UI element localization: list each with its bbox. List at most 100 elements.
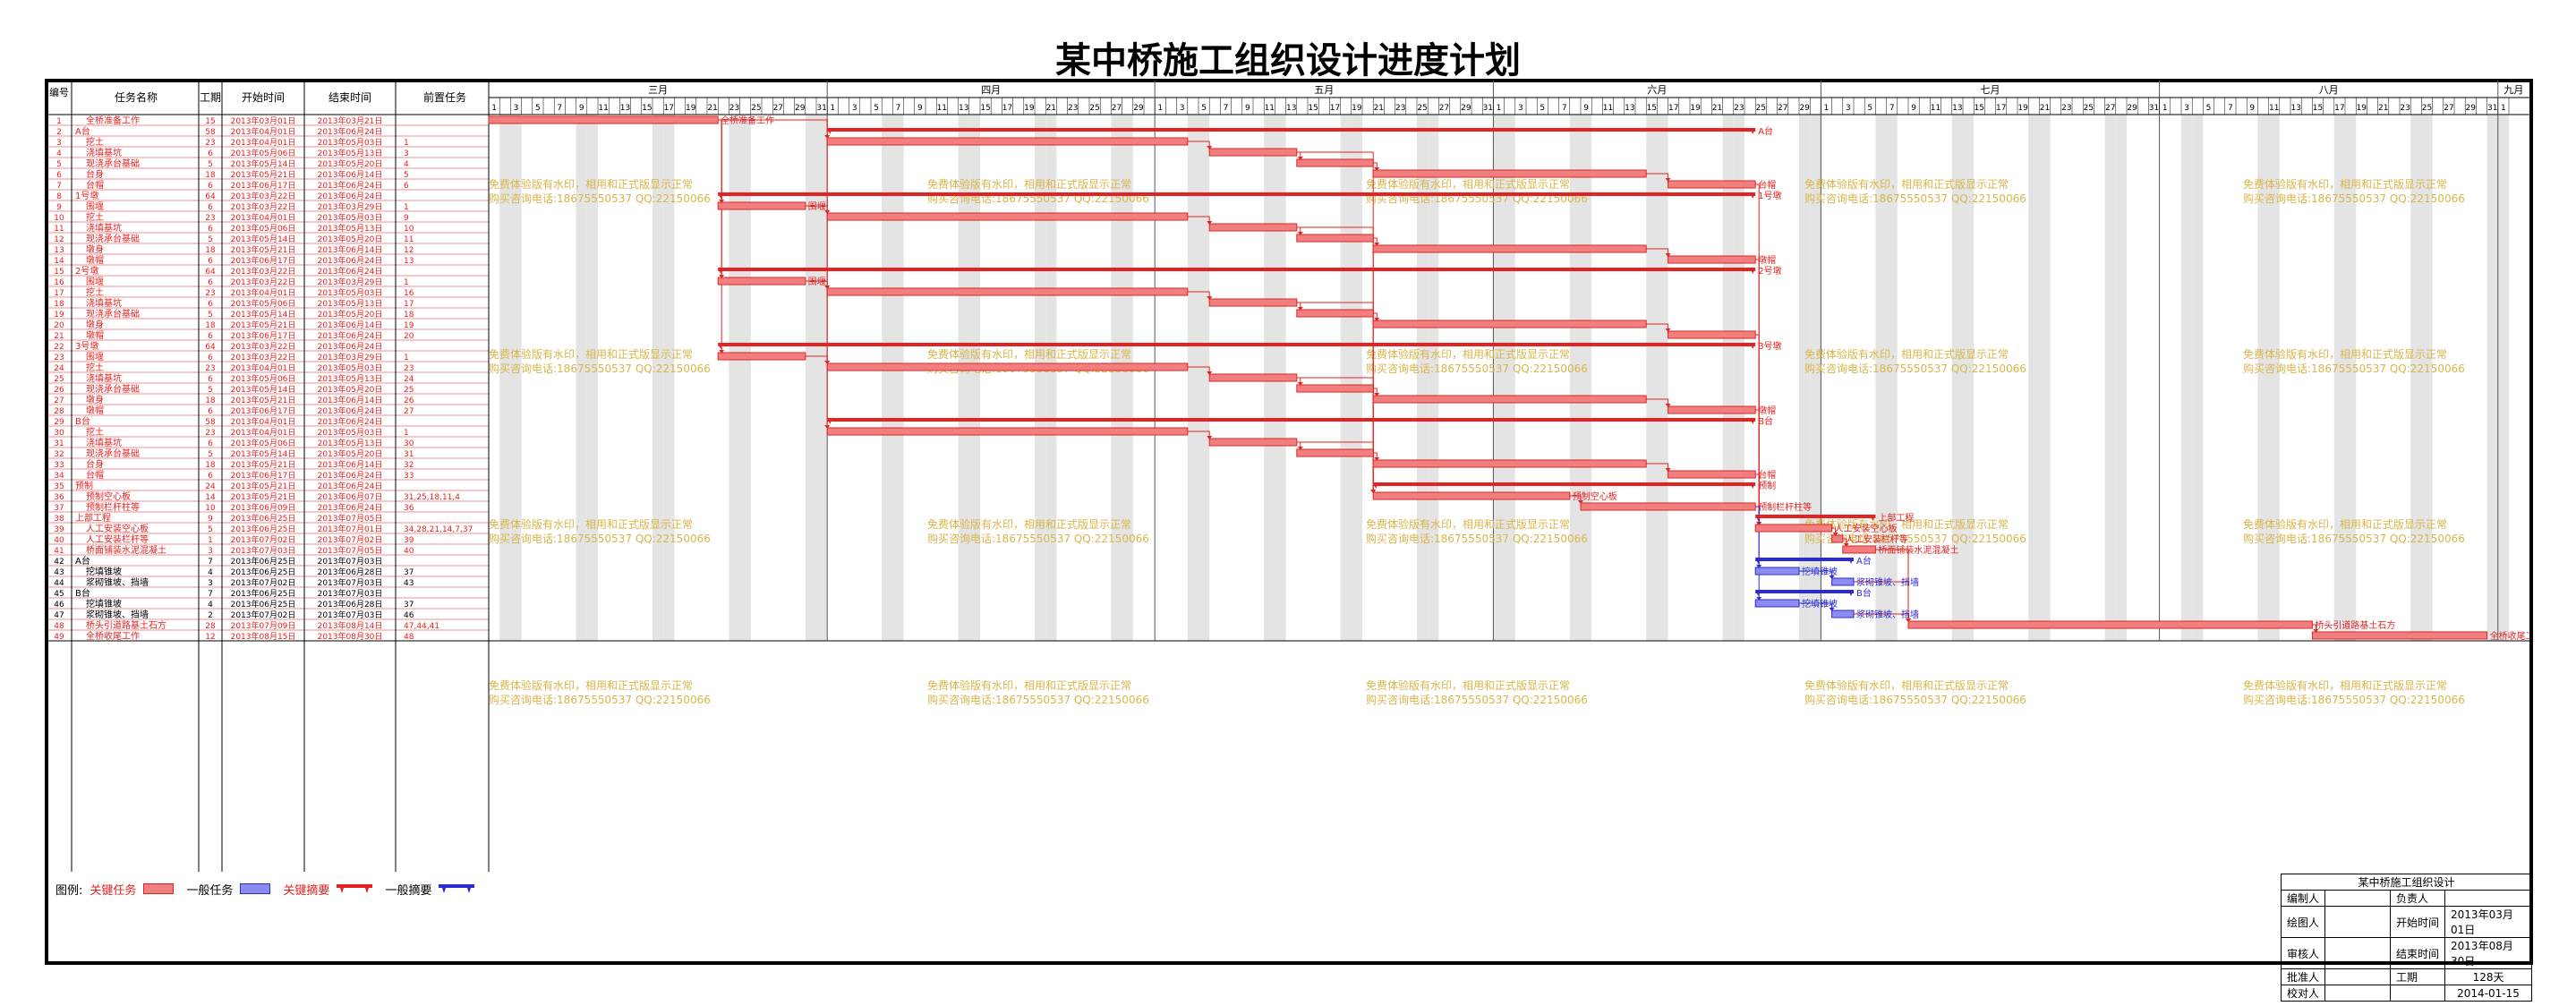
watermark-line2: 购买咨询电话:18675550537 QQ:22150066 (489, 362, 711, 375)
row-task-name: 墩帽 (86, 329, 104, 341)
row-index: 31 (54, 439, 64, 448)
row-index: 46 (54, 601, 64, 610)
row-predecessor: 1 (404, 278, 409, 287)
row-task-name: 围堰 (86, 277, 104, 287)
row-start: 2013年06月09日 (231, 502, 296, 513)
bar-label: 3号墩 (1758, 340, 1781, 352)
row-index: 24 (54, 364, 64, 373)
weekend-column (1111, 115, 1122, 641)
info-start-value: 2013年03月01日 (2444, 906, 2533, 938)
bar-label: 桥头引道路基土石方 (2315, 619, 2395, 631)
row-start: 2013年05月14日 (231, 384, 296, 395)
dependency-arrow (1665, 253, 1671, 257)
weekend-column (1963, 115, 1975, 641)
row-end: 2013年06月14日 (318, 459, 383, 470)
row-predecessor: 40 (404, 547, 414, 556)
dependency-arrow (1829, 575, 1835, 579)
row-start: 2013年06月17日 (231, 180, 296, 191)
summary-cap-start (1755, 515, 1761, 521)
day-tick-label: 1 (2501, 104, 2506, 113)
row-start: 2013年06月25日 (231, 599, 296, 610)
row-task-name: 围堰 (86, 201, 104, 212)
row-start: 2013年07月02日 (231, 610, 296, 620)
row-task-name: 预制空心板 (86, 490, 131, 502)
row-start: 2013年05月21日 (231, 169, 296, 180)
info-duration-value: 128天 (2444, 968, 2533, 985)
row-predecessor: 24 (404, 375, 414, 384)
day-tick-label: 25 (2084, 104, 2094, 113)
row-duration: 6 (208, 407, 213, 416)
row-end: 2013年07月01日 (318, 524, 383, 534)
row-start: 2013年05月21日 (231, 320, 296, 330)
info-plotter-label: 绘图人 (2280, 906, 2326, 938)
dependency-link (718, 119, 828, 429)
col-header-end: 结束时间 (328, 91, 371, 104)
weekend-column (586, 115, 598, 641)
weekend-column (882, 115, 893, 641)
row-task-name: B台 (75, 415, 90, 427)
critical-task-bar (1296, 234, 1374, 243)
row-end: 2013年05月03日 (318, 212, 383, 223)
legend-normal-task-swatch (240, 883, 271, 894)
weekend-column (2268, 115, 2280, 641)
row-duration: 6 (208, 439, 213, 448)
row-index: 28 (54, 407, 64, 416)
row-start: 2013年05月14日 (231, 158, 296, 169)
day-tick-label: 13 (620, 104, 630, 113)
row-predecessor: 43 (404, 579, 414, 588)
row-index: 41 (54, 547, 64, 556)
critical-task-bar (1372, 459, 1647, 468)
day-tick-label: 13 (2290, 104, 2300, 113)
row-predecessor: 5 (404, 171, 409, 180)
row-index: 8 (56, 192, 62, 201)
row-end: 2013年06月24日 (318, 191, 383, 201)
row-task-name: 全桥准备工作 (86, 115, 140, 126)
critical-task-bar (1208, 223, 1298, 232)
row-start: 2013年03月22日 (231, 191, 296, 201)
row-task-name: 桥面铺装水泥混凝土 (86, 544, 166, 556)
watermark-line1: 免费体验版有水印，相用和正式版显示正常 (1366, 347, 1570, 361)
row-predecessor: 46 (404, 611, 414, 620)
row-task-name: 浇填基坑 (86, 372, 122, 384)
bar-label: 围堰 (808, 277, 826, 287)
row-predecessor: 26 (404, 396, 414, 405)
row-index: 5 (56, 160, 62, 169)
critical-task-bar (717, 352, 806, 361)
row-task-name: 墩身 (86, 319, 104, 330)
row-start: 2013年07月02日 (231, 534, 296, 545)
gantt-chart: 编号 任务名称 工期 开始时间 结束时间 前置任务 三月四月五月六月七月八月九月… (47, 81, 2529, 872)
row-start: 2013年06月25日 (231, 588, 296, 599)
bar-label: 挖填锥坡 (1802, 598, 1838, 610)
watermark-line2: 购买咨询电话:18675550537 QQ:22150066 (2243, 532, 2465, 545)
row-end: 2013年03月29日 (318, 277, 383, 287)
bar-label: 预制空心板 (1573, 490, 1617, 502)
watermark-line2: 购买咨询电话:18675550537 QQ:22150066 (1804, 532, 2026, 545)
watermark-line1: 免费体验版有水印，相用和正式版显示正常 (1804, 177, 2009, 191)
dependency-arrow (1297, 232, 1303, 235)
info-approver-label: 批准人 (2280, 968, 2326, 985)
row-predecessor: 17 (404, 300, 414, 309)
row-end: 2013年06月14日 (318, 320, 383, 330)
row-end: 2013年06月24日 (318, 255, 383, 266)
day-tick-label: 17 (1996, 104, 2006, 113)
day-tick-label: 21 (707, 104, 717, 113)
row-predecessor: 19 (404, 321, 414, 330)
row-predecessor: 39 (404, 536, 414, 545)
row-duration: 18 (205, 171, 216, 180)
row-duration: 23 (205, 429, 215, 438)
row-start: 2013年07月09日 (231, 620, 296, 631)
row-index: 35 (54, 482, 64, 491)
day-tick-label: 25 (1756, 104, 1766, 113)
critical-task-bar (2311, 631, 2488, 640)
day-tick-label: 17 (2334, 104, 2344, 113)
row-task-name: 现浇承台基础 (86, 308, 140, 320)
info-project: 某中桥施工组织设计 (2280, 874, 2533, 891)
watermark-line2: 购买咨询电话:18675550537 QQ:22150066 (1366, 693, 1588, 706)
row-end: 2013年07月03日 (318, 577, 383, 588)
row-end: 2013年06月24日 (318, 416, 383, 427)
day-tick-label: 9 (1911, 104, 1916, 113)
day-tick-label: 9 (1583, 104, 1589, 113)
row-duration: 5 (208, 160, 213, 169)
row-start: 2013年04月01日 (231, 416, 296, 427)
table-header: 编号 任务名称 工期 开始时间 结束时间 前置任务 (49, 86, 466, 104)
